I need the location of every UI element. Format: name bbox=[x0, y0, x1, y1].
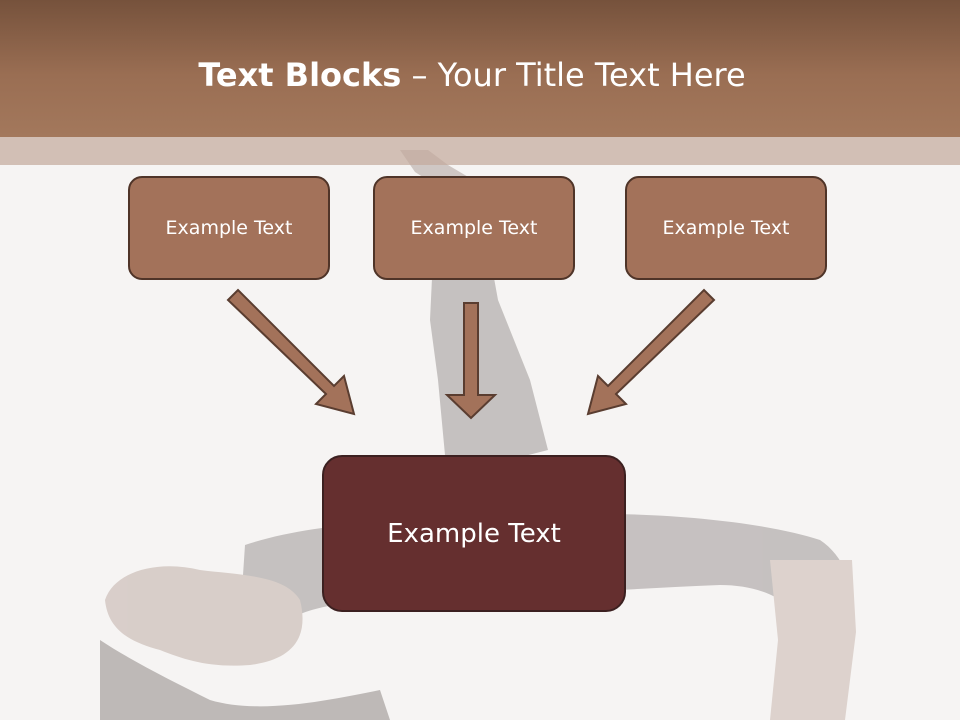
header-band bbox=[0, 0, 960, 137]
text-block-center-label: Example Text bbox=[410, 217, 538, 239]
text-block-left-label: Example Text bbox=[165, 217, 293, 239]
text-block-left[interactable]: Example Text bbox=[128, 176, 330, 280]
arrow-down-right-icon bbox=[226, 288, 356, 416]
text-block-right[interactable]: Example Text bbox=[625, 176, 827, 280]
header-stripe bbox=[0, 137, 960, 165]
slide-title: Text Blocks – Your Title Text Here bbox=[0, 52, 944, 98]
arrow-down-icon bbox=[444, 302, 498, 420]
text-block-right-label: Example Text bbox=[662, 217, 790, 239]
text-block-center[interactable]: Example Text bbox=[373, 176, 575, 280]
title-bold-text: Text Blocks bbox=[198, 56, 402, 94]
text-block-main[interactable]: Example Text bbox=[322, 455, 626, 612]
title-rest-text: – Your Title Text Here bbox=[401, 56, 746, 94]
arrow-down-left-icon bbox=[586, 288, 716, 416]
text-block-main-label: Example Text bbox=[387, 518, 561, 549]
